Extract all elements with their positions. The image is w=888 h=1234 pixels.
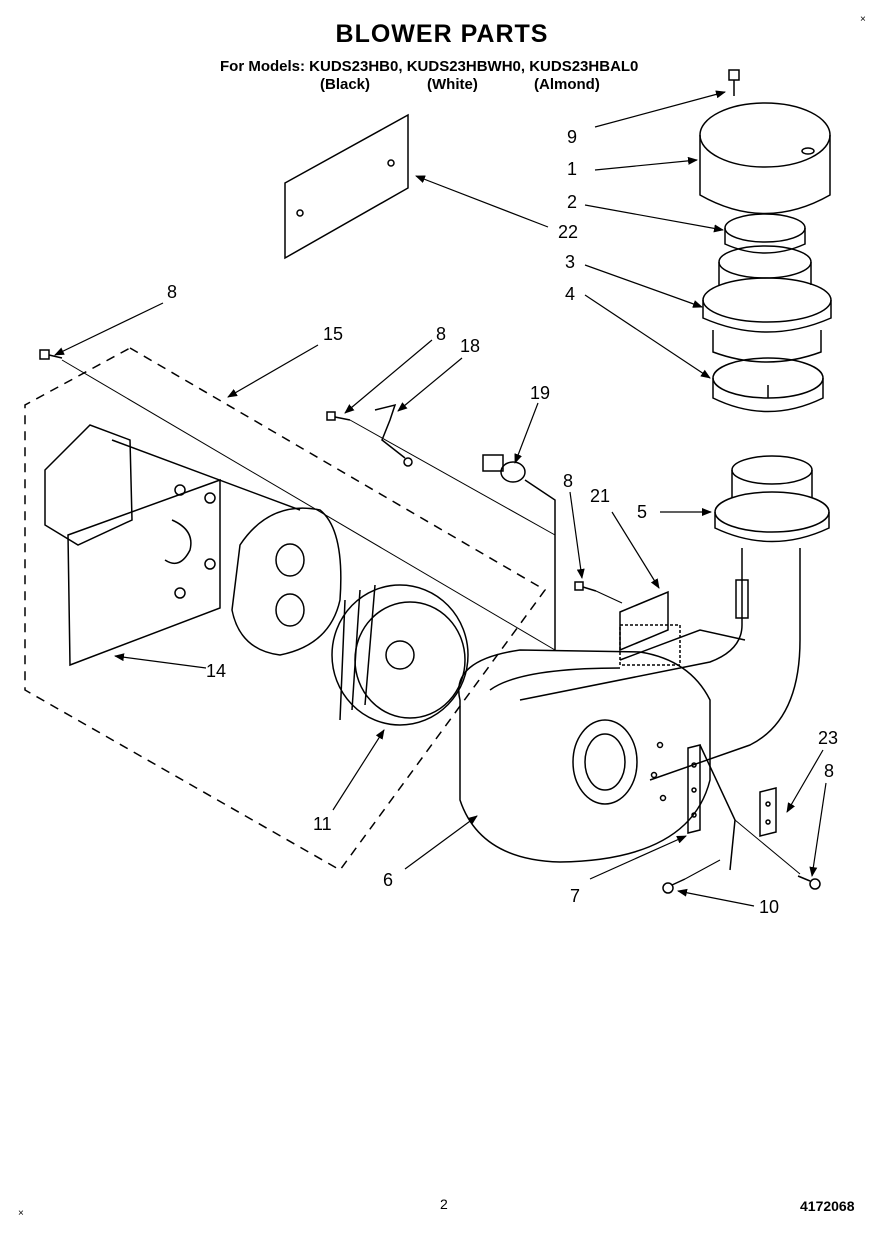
callout-4: 4: [565, 284, 575, 304]
callout-15: 15: [323, 324, 343, 344]
callout-8: 8: [563, 471, 573, 491]
color-label-almond: (Almond): [534, 76, 600, 93]
part-14-motor-plate: [44, 424, 301, 667]
duct-elbow: [519, 548, 801, 781]
part-8-screw-middle: [326, 411, 351, 421]
callout-8: 8: [167, 282, 177, 302]
callout-1: 1: [567, 159, 577, 179]
corner-mark-top-right: ×: [860, 14, 866, 25]
callout-22: 22: [558, 222, 578, 242]
leader-lines: [54, 90, 827, 907]
part-3-collar: [702, 245, 832, 363]
page-number: 2: [440, 1196, 448, 1212]
callout-18: 18: [460, 336, 480, 356]
model-list: For Models: KUDS23HB0, KUDS23HBWH0, KUDS…: [220, 58, 639, 75]
part-4-gasket: [712, 357, 824, 413]
callout-8: 8: [824, 761, 834, 781]
part-22-sheet: [284, 113, 409, 260]
callout-8: 8: [436, 324, 446, 344]
part-7-bracket: [687, 744, 736, 871]
callout-3: 3: [565, 252, 575, 272]
callout-labels: 9 1 2 22 3 4 8 15 8 18 19 8 21 5 14 11 6…: [167, 127, 838, 917]
part-9-screw: [728, 69, 740, 96]
corner-mark-bottom-left: ×: [18, 1208, 24, 1219]
callout-7: 7: [570, 886, 580, 906]
part-19-sensor: [482, 454, 556, 650]
part-21-plate: [619, 590, 669, 652]
page-title: BLOWER PARTS: [335, 20, 549, 48]
part-2-ring: [724, 213, 806, 254]
guide-lines: [61, 359, 801, 880]
callout-6: 6: [383, 870, 393, 890]
part-6-blower-housing: [458, 624, 746, 863]
callout-21: 21: [590, 486, 610, 506]
part-23-small-bracket: [759, 787, 777, 837]
callout-10: 10: [759, 897, 779, 917]
callout-5: 5: [637, 502, 647, 522]
callout-14: 14: [206, 661, 226, 681]
document-number: 4172068: [800, 1198, 855, 1214]
part-1-cap: [699, 102, 831, 215]
part-18-clip: [374, 403, 413, 467]
part-5-duct-collar: [714, 455, 830, 543]
part-8-screw-left: [39, 349, 63, 360]
assembly-dashed-outline: [24, 347, 547, 871]
motor-endplate: [231, 507, 342, 656]
part-8-screw-right: [797, 875, 821, 890]
callout-19: 19: [530, 383, 550, 403]
callout-9: 9: [567, 127, 577, 147]
part-11-impeller: [331, 584, 469, 726]
part-10-screw: [662, 878, 686, 894]
color-label-black: (Black): [320, 76, 371, 93]
color-label-white: (White): [427, 76, 478, 93]
callout-2: 2: [567, 192, 577, 212]
callout-23: 23: [818, 728, 838, 748]
part-8-screw-upper: [574, 581, 597, 592]
callout-11: 11: [313, 814, 332, 834]
